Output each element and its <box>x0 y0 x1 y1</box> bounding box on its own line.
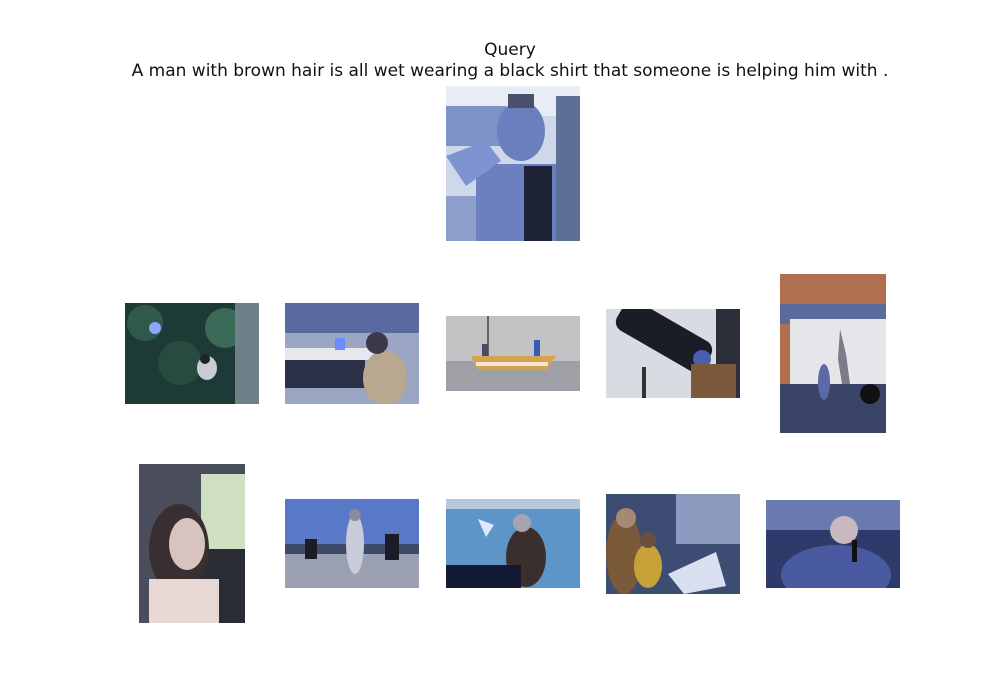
result-image-1-2 <box>285 303 419 404</box>
result-image-1-1 <box>125 303 259 404</box>
result-image-2-5 <box>766 500 900 588</box>
query-caption: A man with brown hair is all wet wearing… <box>131 61 889 81</box>
result-image-2-4 <box>606 494 740 594</box>
result-image-1-4 <box>606 309 740 398</box>
result-image-1-5 <box>780 274 886 433</box>
result-image-2-3 <box>446 499 580 588</box>
query-image <box>446 86 580 241</box>
query-title: Query <box>484 40 536 60</box>
result-image-2-1 <box>139 464 245 623</box>
result-image-2-2 <box>285 499 419 588</box>
result-image-1-3 <box>446 316 580 391</box>
